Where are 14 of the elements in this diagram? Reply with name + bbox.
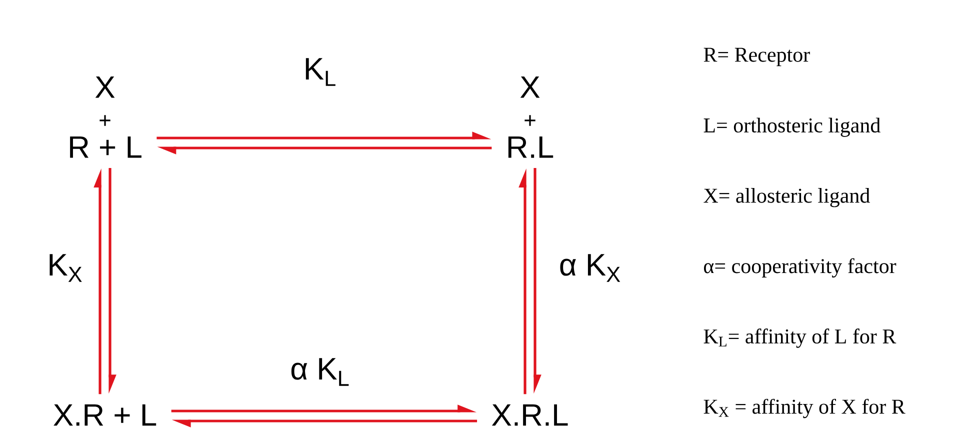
definition-text: α= cooperativity factor (704, 258, 896, 278)
species-label: X.R + L (54, 404, 156, 426)
edge-label: α K$_{L}$ (291, 358, 349, 386)
species-label: X.R.L (492, 404, 568, 426)
edge-label: K$_{X}$ (50, 254, 82, 282)
species-label: X + R.L (508, 76, 554, 158)
species-label: X + R + L (70, 76, 142, 158)
definition-text: X= allosteric ligand (704, 188, 870, 208)
definition-text: K$_{L}$= affinity of L for R (704, 328, 896, 348)
edge-label: K$_{L}$ (306, 58, 336, 86)
definition-text: L= orthosteric ligand (704, 118, 880, 137)
definition-text: K$_{X}$ = affinity of X for R (704, 398, 906, 418)
definition-text: R= Receptor (704, 48, 810, 66)
edge-label: α K$_{X}$ (560, 254, 620, 282)
